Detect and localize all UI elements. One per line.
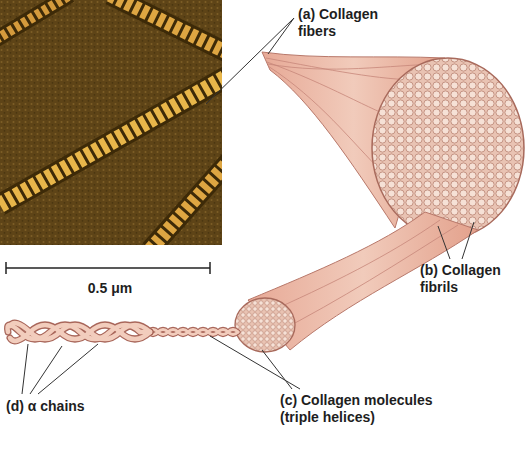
micrograph — [0, 0, 222, 245]
triple-helix — [8, 323, 239, 341]
part-label: (d) α chains — [6, 398, 126, 415]
leader-lines — [22, 18, 474, 394]
part-label: (c) Collagen molecules (triple helices) — [280, 392, 458, 426]
scale-bar — [6, 262, 210, 274]
part-label: (a) Collagen fibers — [298, 6, 406, 40]
part-label: (b) Collagen fibrils — [420, 262, 522, 296]
collagen-fiber — [262, 52, 524, 238]
scale-label: 0.5 μm — [40, 280, 180, 297]
